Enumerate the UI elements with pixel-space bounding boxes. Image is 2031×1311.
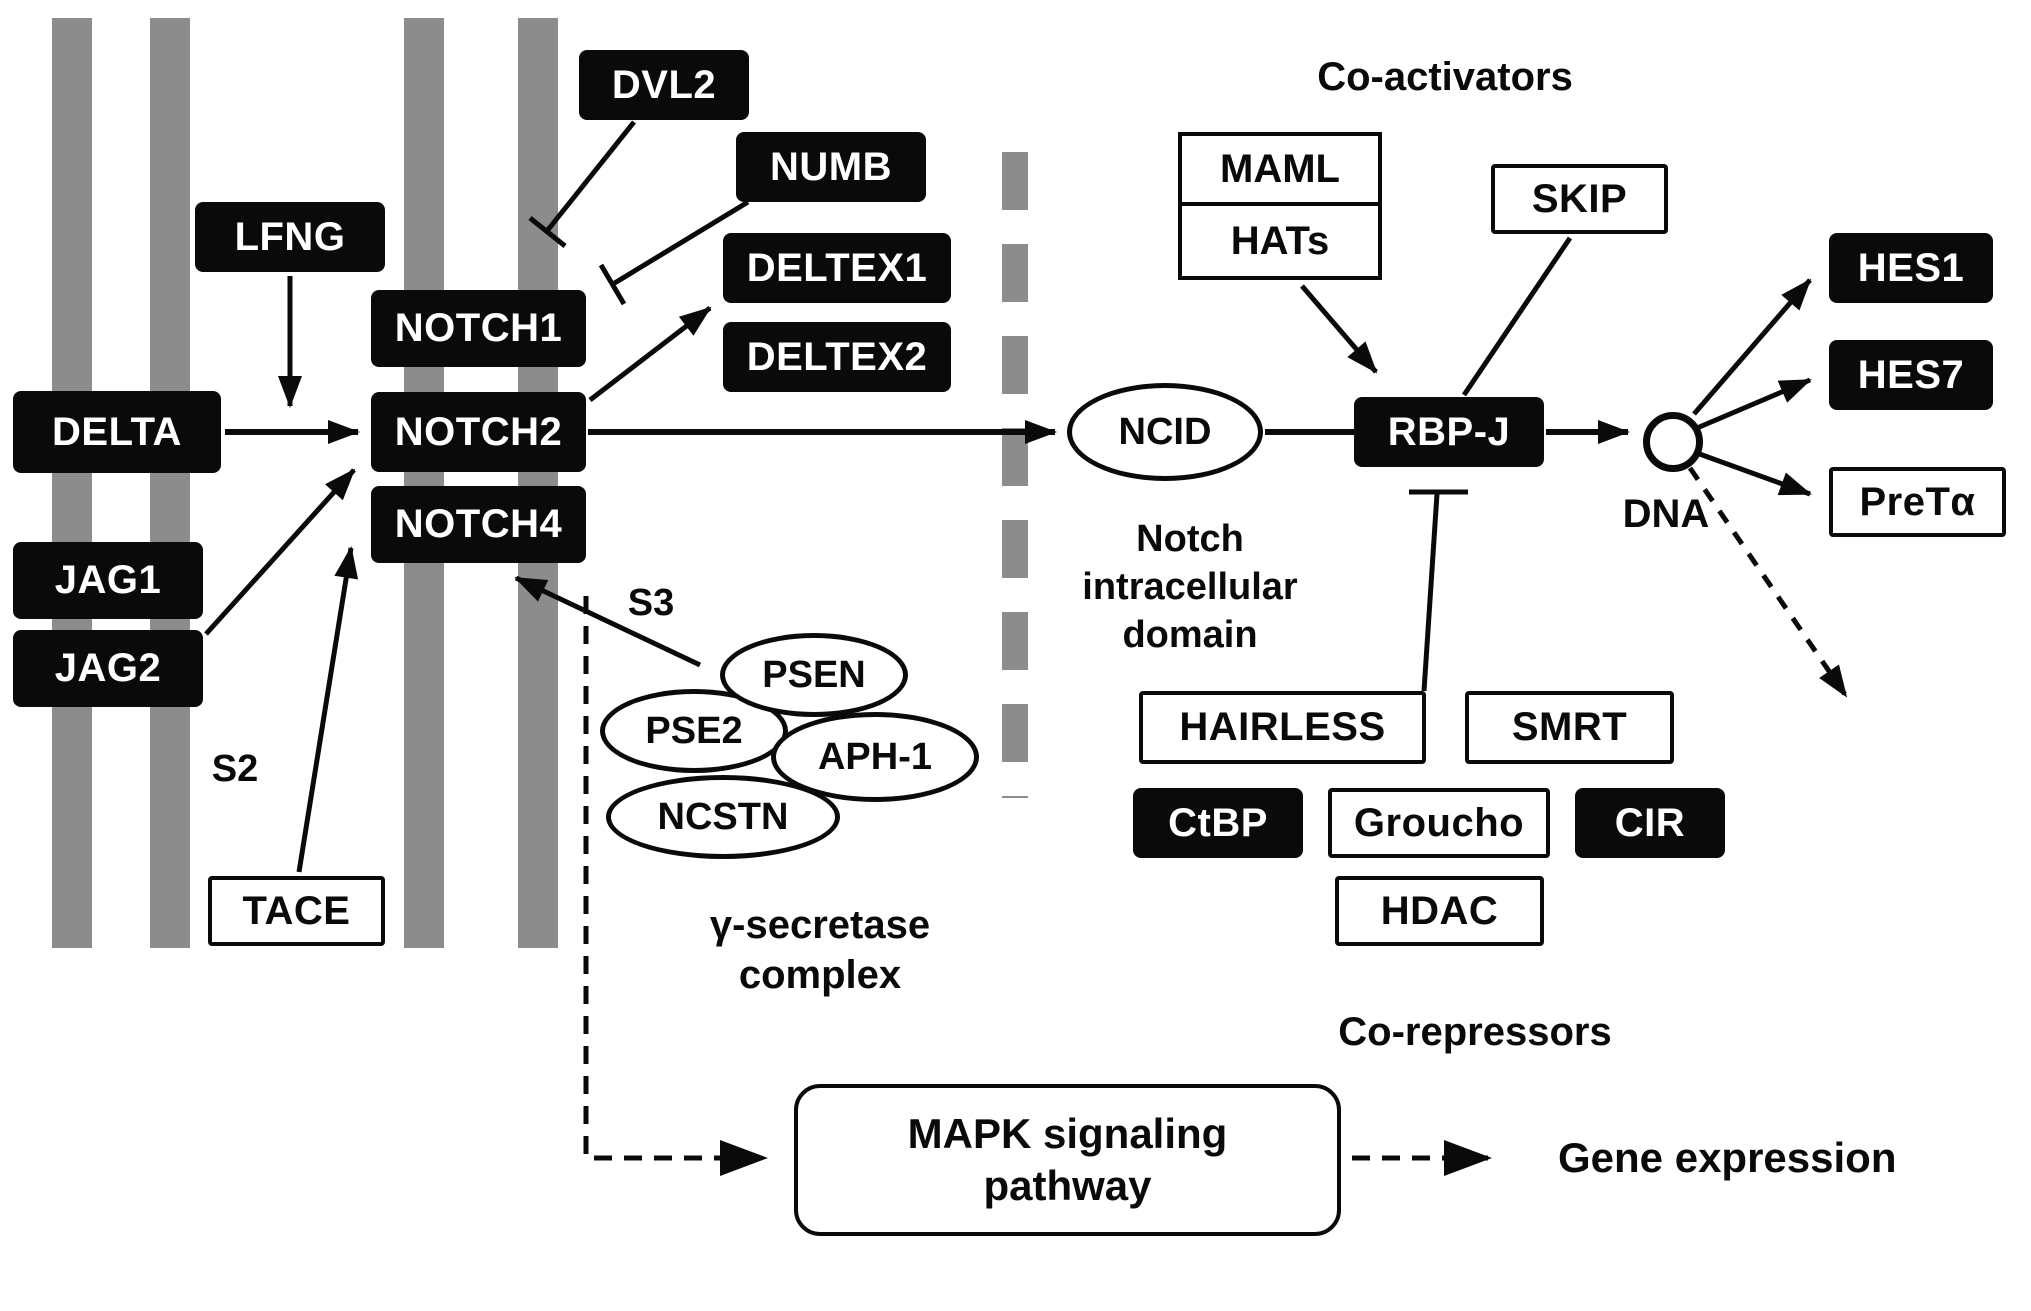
label-s2: S2 bbox=[211, 748, 259, 790]
node-jag1: JAG1 bbox=[13, 542, 203, 619]
node-ctbp-label: CtBP bbox=[1168, 800, 1268, 845]
dashed-arrow-notch-to-mapk bbox=[583, 596, 768, 1176]
node-lfng: LFNG bbox=[195, 202, 385, 272]
node-groucho-label: Groucho bbox=[1353, 800, 1525, 845]
node-ncid: NCID bbox=[1067, 383, 1263, 481]
membrane-bar-1 bbox=[52, 18, 92, 948]
node-cir-label: CIR bbox=[1614, 800, 1686, 845]
arrow-dna-to-preta bbox=[1693, 449, 1812, 497]
node-jag2-label: JAG2 bbox=[54, 646, 162, 690]
node-notch2-label: NOTCH2 bbox=[394, 409, 563, 454]
node-hats: HATs bbox=[1182, 206, 1378, 276]
label-ncid-caption: Notch intracellular domain bbox=[1082, 518, 1298, 656]
node-notch2: NOTCH2 bbox=[371, 392, 586, 472]
node-hairless-label: HAIRLESS bbox=[1179, 705, 1386, 749]
membrane-bar-3 bbox=[404, 18, 444, 948]
arrow-coactivators-to-rbpj bbox=[1300, 284, 1378, 374]
node-ncid-label: NCID bbox=[1118, 410, 1212, 453]
node-smrt: SMRT bbox=[1465, 691, 1674, 764]
node-lfng-label: LFNG bbox=[234, 214, 346, 259]
node-psen-label: PSEN bbox=[762, 653, 866, 696]
node-notch1: NOTCH1 bbox=[371, 290, 586, 367]
membrane-bar-2 bbox=[150, 18, 190, 948]
node-smrt-label: SMRT bbox=[1511, 705, 1628, 749]
node-tace-label: TACE bbox=[242, 888, 351, 933]
node-hats-label: HATs bbox=[1230, 218, 1330, 263]
node-maml: MAML bbox=[1182, 136, 1378, 206]
node-numb-label: NUMB bbox=[770, 144, 892, 189]
node-notch4-label: NOTCH4 bbox=[394, 502, 563, 546]
node-skip: SKIP bbox=[1491, 164, 1668, 234]
node-hes7-label: HES7 bbox=[1857, 352, 1965, 397]
node-jag1-label: JAG1 bbox=[54, 558, 162, 602]
inhibit-numb-line bbox=[611, 199, 750, 287]
label-gamma-line1: γ-secretase bbox=[709, 903, 931, 947]
node-rbpj-label: RBP-J bbox=[1387, 409, 1511, 454]
node-numb: NUMB bbox=[736, 132, 926, 202]
node-preta: PreTα bbox=[1829, 467, 2006, 537]
node-maml-label: MAML bbox=[1220, 146, 1340, 191]
node-notch4: NOTCH4 bbox=[371, 486, 586, 563]
node-ncstn-label: NCSTN bbox=[657, 795, 789, 838]
node-aph1: APH-1 bbox=[771, 712, 979, 802]
node-preta-label: PreTα bbox=[1859, 479, 1976, 524]
node-dvl2-label: DVL2 bbox=[611, 62, 717, 107]
node-psen: PSEN bbox=[720, 633, 908, 717]
label-gamma-line2: complex bbox=[738, 953, 902, 997]
node-aph1-label: APH-1 bbox=[817, 735, 933, 778]
label-coactivators: Co-activators bbox=[1317, 55, 1573, 99]
node-rbpj: RBP-J bbox=[1354, 397, 1544, 467]
inhibit-corepressors-line bbox=[1421, 493, 1440, 692]
arrow-tace-s2-cleavage bbox=[296, 546, 359, 873]
label-gamma-secretase: γ-secretase complex bbox=[675, 900, 965, 1000]
node-cir: CIR bbox=[1575, 788, 1725, 858]
arrow-dna-to-hes7 bbox=[1696, 377, 1812, 431]
line-skip-to-rbpj bbox=[1461, 236, 1573, 397]
node-dvl2: DVL2 bbox=[579, 50, 749, 120]
label-dna: DNA bbox=[1622, 492, 1710, 536]
node-tace: TACE bbox=[208, 876, 385, 946]
node-hdac: HDAC bbox=[1335, 876, 1544, 946]
node-skip-label: SKIP bbox=[1531, 176, 1628, 221]
node-deltex1-label: DELTEX1 bbox=[746, 245, 928, 290]
node-pse2-label: PSE2 bbox=[645, 709, 743, 752]
arrow-dna-to-hes1 bbox=[1692, 278, 1812, 416]
node-jag2: JAG2 bbox=[13, 630, 203, 707]
label-s3: S3 bbox=[627, 582, 675, 624]
node-deltex2-label: DELTEX2 bbox=[746, 334, 928, 379]
node-hes7: HES7 bbox=[1829, 340, 1993, 410]
node-notch1-label: NOTCH1 bbox=[394, 306, 563, 350]
node-groucho: Groucho bbox=[1328, 788, 1550, 858]
dna-circle bbox=[1643, 412, 1703, 472]
node-delta-label: DELTA bbox=[52, 409, 182, 454]
node-deltex1: DELTEX1 bbox=[723, 233, 951, 303]
node-hdac-label: HDAC bbox=[1380, 888, 1499, 933]
node-mapk: MAPK signaling pathway bbox=[794, 1084, 1341, 1236]
node-hairless: HAIRLESS bbox=[1139, 691, 1426, 764]
node-deltex2: DELTEX2 bbox=[723, 322, 951, 392]
inhibit-numb-tee bbox=[598, 263, 627, 306]
label-corepressors: Co-repressors bbox=[1338, 1010, 1612, 1054]
arrow-jag-to-notch bbox=[204, 468, 356, 636]
membrane-bar-4 bbox=[518, 18, 558, 948]
node-ncstn: NCSTN bbox=[606, 775, 840, 859]
arrow-notch-to-deltex bbox=[588, 306, 712, 402]
dashed-arrow-dna-other-targets bbox=[1687, 466, 1849, 698]
node-hes1-label: HES1 bbox=[1857, 245, 1965, 290]
arrow-gamma-secretase-s3 bbox=[514, 575, 702, 668]
node-ctbp: CtBP bbox=[1133, 788, 1303, 858]
inhibit-dvl2-line bbox=[545, 120, 636, 233]
inhibit-dvl2-tee bbox=[528, 216, 567, 248]
label-gene-expression: Gene expression bbox=[1558, 1134, 1897, 1181]
node-hes1: HES1 bbox=[1829, 233, 1993, 303]
node-maml-hats-stack: MAML HATs bbox=[1178, 132, 1382, 280]
node-mapk-label: MAPK signaling pathway bbox=[907, 1109, 1228, 1210]
node-delta: DELTA bbox=[13, 391, 221, 473]
